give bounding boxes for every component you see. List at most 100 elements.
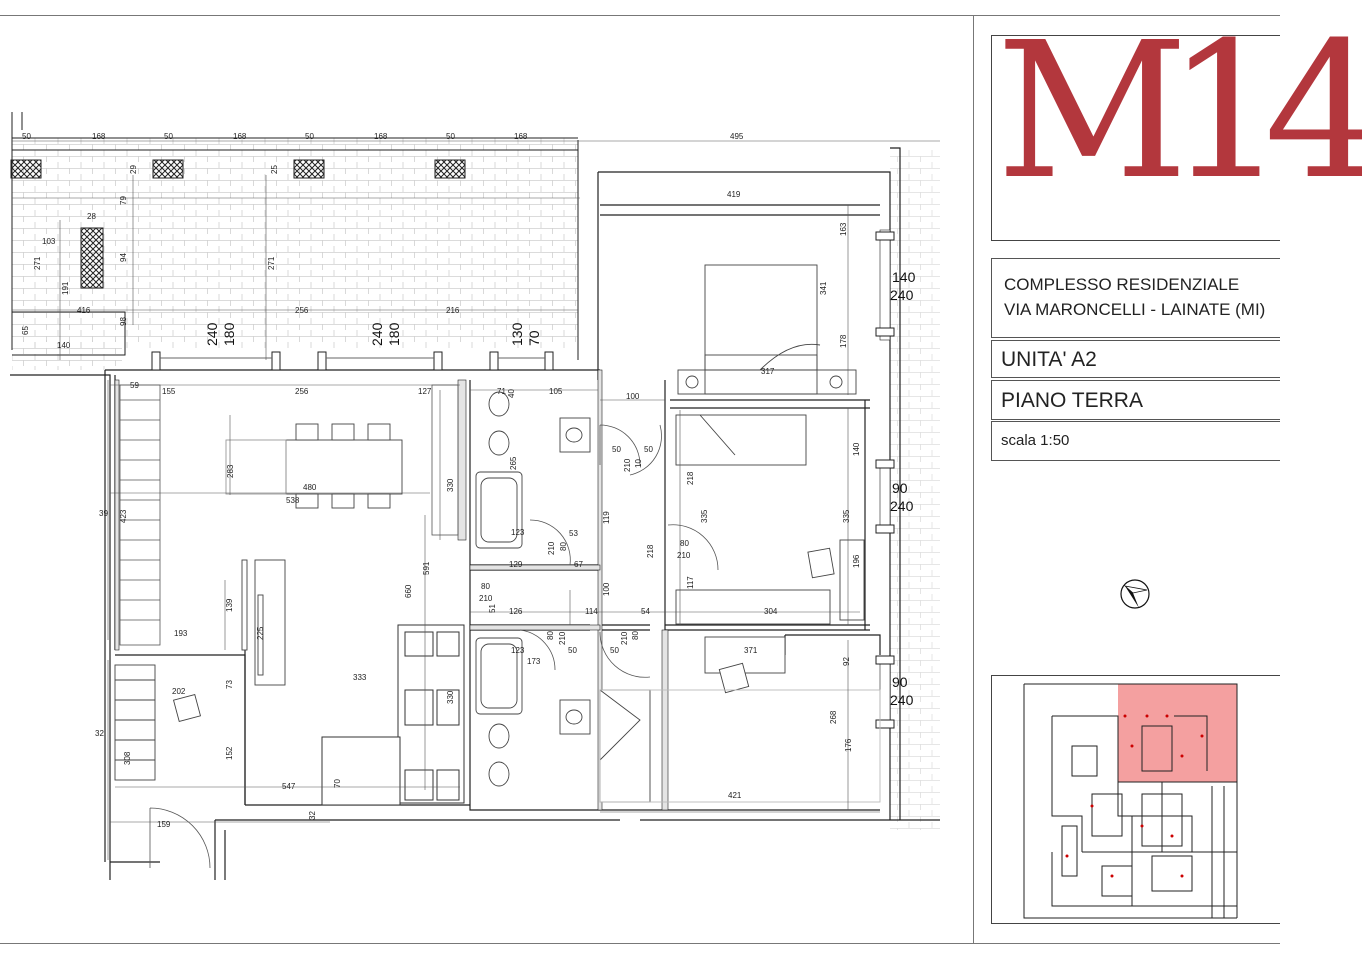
dim-label: 495 xyxy=(730,132,744,141)
dim-label: 538 xyxy=(286,496,300,505)
dim-label: 100 xyxy=(626,392,640,401)
dim-label: 29 xyxy=(129,165,138,174)
dim-label: 105 xyxy=(549,387,563,396)
sheet-top-border xyxy=(0,15,1280,16)
floor-row: PIANO TERRA xyxy=(991,380,1280,420)
window-dim: 240 xyxy=(369,322,385,346)
project-address: VIA MARONCELLI - LAINATE (MI) xyxy=(1004,300,1266,319)
dim-label: 218 xyxy=(686,471,695,485)
dim-label: 50 xyxy=(446,132,455,141)
dim-label: 330 xyxy=(446,478,455,492)
master-bed xyxy=(677,264,857,395)
dim-label: 191 xyxy=(61,281,70,295)
dim-label: 591 xyxy=(422,561,431,575)
project-info: COMPLESSO RESIDENZIALE VIA MARONCELLI - … xyxy=(991,258,1280,338)
dim-label: 176 xyxy=(844,738,853,752)
dim-label: 32 xyxy=(308,811,317,820)
dim-label: 210 xyxy=(558,631,567,645)
dim-label: 123 xyxy=(511,528,525,537)
window-dim: 90 xyxy=(892,674,908,690)
dim-label: 308 xyxy=(123,751,132,765)
windows xyxy=(151,231,895,729)
dim-label: 333 xyxy=(353,673,367,682)
dim-label: 163 xyxy=(839,222,848,236)
dim-label: 139 xyxy=(225,598,234,612)
dim-label: 168 xyxy=(92,132,106,141)
dim-label: 71 xyxy=(497,387,506,396)
dim-label: 50 xyxy=(568,646,577,655)
dim-label: 256 xyxy=(295,387,309,396)
dim-label: 210 xyxy=(677,551,691,560)
dim-label: 210 xyxy=(620,631,629,645)
dim-label: 304 xyxy=(764,607,778,616)
bedroom3-furniture xyxy=(599,636,881,803)
dim-label: 50 xyxy=(610,646,619,655)
dimension-labels: 50 168 50 168 50 168 50 168 495 29 25 79… xyxy=(21,132,861,829)
dim-label: 210 xyxy=(547,541,556,555)
window-dim: 240 xyxy=(204,322,220,346)
dim-label: 40 xyxy=(507,389,516,398)
scale-row: scala 1:50 xyxy=(991,421,1280,461)
dim-label: 265 xyxy=(509,456,518,470)
window-dim: 240 xyxy=(890,692,914,708)
scale-label: scala 1:50 xyxy=(1001,432,1070,449)
garden-paving xyxy=(890,150,940,830)
dim-label: 73 xyxy=(225,680,234,689)
unit-label: UNITA' A2 xyxy=(1001,348,1097,371)
dim-label: 210 xyxy=(479,594,493,603)
dim-label: 126 xyxy=(509,607,523,616)
dim-label: 119 xyxy=(602,511,611,524)
dim-label: 480 xyxy=(303,483,317,492)
dim-label: 216 xyxy=(446,306,460,315)
dim-label: 129 xyxy=(509,560,523,569)
window-dim: 70 xyxy=(526,330,542,346)
dim-label: 155 xyxy=(162,387,176,396)
window-callouts: 180 240 180 240 70 130 140 240 90 240 90… xyxy=(204,269,916,708)
project-logo: M14 xyxy=(996,2,1362,221)
north-arrow-icon xyxy=(1120,579,1150,609)
dim-label: 225 xyxy=(256,626,265,640)
dim-label: 419 xyxy=(727,190,741,199)
dim-label: 59 xyxy=(130,381,139,390)
dim-label: 117 xyxy=(686,576,695,589)
dining-table xyxy=(225,423,403,509)
dim-label: 54 xyxy=(641,607,650,616)
dim-label: 660 xyxy=(404,584,413,598)
key-plan-drawing xyxy=(1023,683,1238,919)
dim-label: 140 xyxy=(852,442,861,456)
floor-label: PIANO TERRA xyxy=(1001,389,1143,412)
dim-label: 317 xyxy=(761,367,775,376)
window-dim: 240 xyxy=(890,498,914,514)
dim-label: 123 xyxy=(511,646,525,655)
dim-label: 193 xyxy=(174,629,188,638)
dim-label: 65 xyxy=(21,326,30,335)
dim-label: 416 xyxy=(77,306,91,315)
kitchen-counter xyxy=(119,384,459,646)
dim-label: 39 xyxy=(99,509,108,518)
dim-label: 196 xyxy=(852,554,861,568)
project-name: COMPLESSO RESIDENZIALE xyxy=(1004,275,1240,294)
dim-label: 50 xyxy=(305,132,314,141)
window-dim: 130 xyxy=(509,322,525,346)
dim-label: 53 xyxy=(569,529,578,538)
key-plan xyxy=(991,675,1280,924)
dim-label: 168 xyxy=(233,132,247,141)
dim-label: 51 xyxy=(488,604,497,613)
dim-label: 210 xyxy=(623,458,632,472)
dim-label: 114 xyxy=(585,607,598,616)
highlighted-unit xyxy=(1118,684,1237,782)
dim-label: 127 xyxy=(418,387,432,396)
dim-label: 335 xyxy=(842,509,851,523)
window-dim: 180 xyxy=(386,322,402,346)
unit-row: UNITA' A2 xyxy=(991,340,1280,378)
dim-label: 10 xyxy=(634,459,643,468)
dim-label: 32 xyxy=(95,729,104,738)
dim-label: 80 xyxy=(546,631,555,640)
sofa xyxy=(321,624,465,806)
dim-label: 268 xyxy=(829,710,838,724)
dim-label: 423 xyxy=(119,509,128,523)
dim-label: 178 xyxy=(839,334,848,348)
dim-label: 50 xyxy=(612,445,621,454)
study-furniture xyxy=(114,664,202,781)
dim-label: 547 xyxy=(282,782,296,791)
